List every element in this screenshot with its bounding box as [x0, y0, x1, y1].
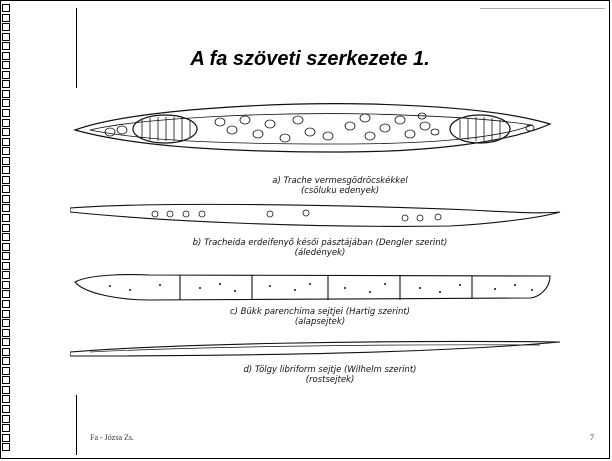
binder-hole [2, 357, 10, 365]
caption-a: a) Trache vermesgödröcskékkel (csöluku e… [190, 176, 490, 196]
binder-hole [2, 329, 10, 337]
binder-hole [2, 300, 10, 308]
binder-hole [2, 176, 10, 184]
binder-hole [2, 224, 10, 232]
binder-hole [2, 271, 10, 279]
caption-b-line1: b) Tracheida erdeifenyő késői pásztájába… [130, 238, 510, 248]
left-margin-rule-top [76, 8, 77, 88]
left-margin-rule-bottom [76, 395, 77, 455]
header-rule [480, 8, 605, 9]
binder-hole [2, 395, 10, 403]
binder-hole [2, 99, 10, 107]
binder-hole [2, 405, 10, 413]
binder-hole [2, 424, 10, 432]
binder-hole [2, 233, 10, 241]
binder-hole [2, 80, 10, 88]
binder-hole [2, 386, 10, 394]
vessel-element-drawing [75, 104, 550, 152]
tracheid-drawing [70, 204, 560, 226]
binder-hole [2, 195, 10, 203]
caption-c-line2: (alapsejtek) [150, 317, 490, 327]
binder-hole [2, 204, 10, 212]
binder-hole [2, 434, 10, 442]
binder-hole [2, 310, 10, 318]
binder-hole [2, 138, 10, 146]
binder-hole [2, 443, 10, 451]
caption-c-line1: c) Bükk parenchima sejtjei (Hartig szeri… [150, 307, 490, 317]
caption-b: b) Tracheida erdeifenyő késői pásztájába… [130, 238, 510, 258]
binder-hole [2, 52, 10, 60]
caption-a-line2: (csöluku edenyek) [190, 186, 490, 196]
binder-hole [2, 147, 10, 155]
binder-hole [2, 128, 10, 136]
binder-hole [2, 214, 10, 222]
parenchyma-drawing [75, 275, 550, 300]
binder-hole [2, 376, 10, 384]
binder-hole [2, 23, 10, 31]
page-number: 7 [590, 433, 594, 442]
binder-hole [2, 4, 10, 12]
binder-hole [2, 281, 10, 289]
binder-hole [2, 348, 10, 356]
slide-title: A fa szöveti szerkezete 1. [110, 48, 510, 71]
caption-d-line2: (rostsejtek) [150, 375, 510, 385]
binder-hole [2, 157, 10, 165]
binder-hole [2, 319, 10, 327]
binder-hole [2, 90, 10, 98]
binder-hole [2, 109, 10, 117]
wood-cell-figure: a) Trache vermesgödröcskékkel (csöluku e… [70, 90, 570, 400]
binder-hole [2, 14, 10, 22]
binder-hole [2, 367, 10, 375]
binder-holes [2, 4, 14, 456]
caption-a-line1: a) Trache vermesgödröcskékkel [190, 176, 490, 186]
binder-hole [2, 33, 10, 41]
caption-d-line1: d) Tölgy libriform sejtje (Wilhelm szeri… [150, 365, 510, 375]
caption-d: d) Tölgy libriform sejtje (Wilhelm szeri… [150, 365, 510, 385]
binder-hole [2, 262, 10, 270]
caption-c: c) Bükk parenchima sejtjei (Hartig szeri… [150, 307, 490, 327]
binder-hole [2, 166, 10, 174]
libriform-fiber-drawing [70, 341, 560, 356]
binder-hole [2, 252, 10, 260]
binder-hole [2, 243, 10, 251]
binder-hole [2, 119, 10, 127]
binder-hole [2, 61, 10, 69]
binder-hole [2, 71, 10, 79]
caption-b-line2: (áledények) [130, 248, 510, 258]
binder-hole [2, 338, 10, 346]
binder-hole [2, 42, 10, 50]
binder-hole [2, 415, 10, 423]
binder-hole [2, 185, 10, 193]
binder-hole [2, 290, 10, 298]
footer-author: Fa - Józsa Zs. [90, 433, 134, 442]
